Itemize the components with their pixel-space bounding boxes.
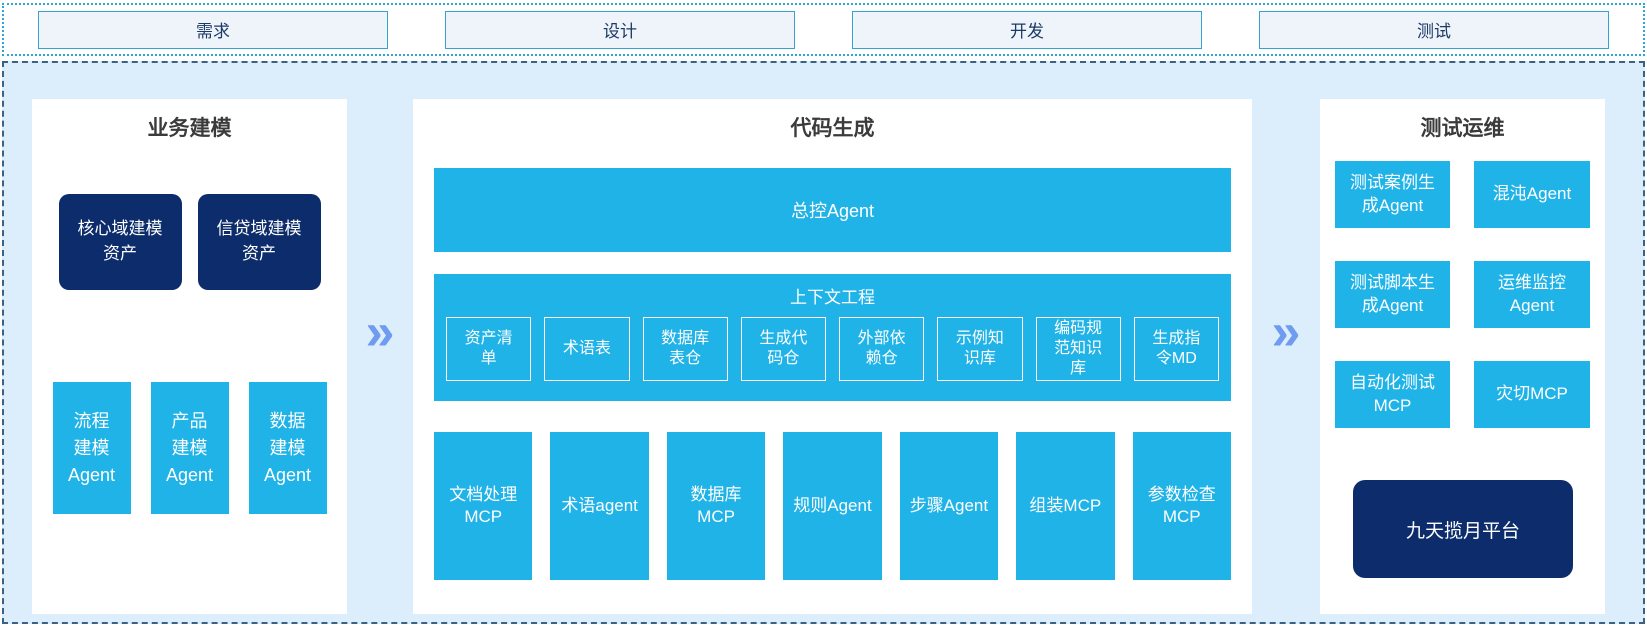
context-item-external-deps-repo: 外部依赖仓 bbox=[839, 317, 925, 381]
business-modeling-title: 业务建模 bbox=[147, 117, 232, 140]
asset-row: 核心域建模资产 信贷域建模资产 bbox=[32, 194, 347, 290]
assembly-mcp-box: 组装MCP bbox=[1016, 432, 1115, 580]
test-ops-grid: 测试案例生成Agent 混沌Agent 测试脚本生成Agent 运维监控Agen… bbox=[1335, 161, 1590, 428]
context-item-generated-code-repo: 生成代码仓 bbox=[740, 317, 826, 381]
automated-test-mcp-box: 自动化测试MCP bbox=[1335, 361, 1450, 428]
double-chevron-icon: » bbox=[365, 303, 395, 361]
process-modeling-agent-box: 流程建模Agent bbox=[52, 382, 131, 514]
context-item-asset-inventory: 资产清单 bbox=[446, 317, 532, 381]
context-item-generation-instruction-md: 生成指令MD bbox=[1133, 317, 1219, 381]
panel-code-generation: 代码生成 总控Agent 上下文工程 资产清单 术语表 数据库表仓 生成代码仓 … bbox=[413, 99, 1252, 614]
doc-processing-mcp-box: 文档处理MCP bbox=[434, 432, 533, 580]
phase-band: 需求 设计 开发 测试 bbox=[2, 3, 1645, 56]
credit-domain-asset-box: 信贷域建模资产 bbox=[197, 194, 321, 290]
jiutian-lanyue-platform-box: 九天揽月平台 bbox=[1353, 480, 1573, 578]
phase-box-requirements: 需求 bbox=[38, 10, 388, 49]
chaos-agent-box: 混沌Agent bbox=[1474, 161, 1590, 228]
context-engineering-title: 上下文工程 bbox=[790, 288, 875, 307]
modeling-agent-row: 流程建模Agent 产品建模Agent 数据建模Agent bbox=[32, 382, 347, 514]
step-agent-box: 步骤Agent bbox=[899, 432, 999, 580]
phase-box-development: 开发 bbox=[852, 10, 1202, 49]
param-check-mcp-box: 参数检查MCP bbox=[1132, 432, 1231, 580]
phase-box-testing: 测试 bbox=[1259, 10, 1609, 49]
ops-monitoring-agent-box: 运维监控Agent bbox=[1474, 261, 1590, 328]
main-band: 业务建模 核心域建模资产 信贷域建模资产 流程建模Agent 产品建模Agent… bbox=[2, 61, 1645, 624]
database-mcp-box: 数据库MCP bbox=[666, 432, 766, 580]
context-item-coding-standard-kb: 编码规范知识库 bbox=[1035, 317, 1121, 381]
core-domain-asset-box: 核心域建模资产 bbox=[58, 194, 182, 290]
panel-business-modeling: 业务建模 核心域建模资产 信贷域建模资产 流程建模Agent 产品建模Agent… bbox=[32, 99, 347, 614]
context-item-glossary: 术语表 bbox=[544, 317, 630, 381]
context-item-example-kb: 示例知识库 bbox=[937, 317, 1023, 381]
double-chevron-icon: » bbox=[1271, 303, 1301, 361]
codegen-tools-row: 文档处理MCP 术语agent 数据库MCP 规则Agent 步骤Agent 组… bbox=[434, 432, 1231, 580]
test-ops-title: 测试运维 bbox=[1420, 117, 1505, 140]
data-modeling-agent-box: 数据建模Agent bbox=[248, 382, 327, 514]
rule-agent-box: 规则Agent bbox=[783, 432, 882, 580]
test-script-gen-agent-box: 测试脚本生成Agent bbox=[1335, 261, 1450, 328]
panel-test-ops: 测试运维 测试案例生成Agent 混沌Agent 测试脚本生成Agent 运维监… bbox=[1320, 99, 1605, 614]
product-modeling-agent-box: 产品建模Agent bbox=[150, 382, 229, 514]
context-engineering-box: 上下文工程 资产清单 术语表 数据库表仓 生成代码仓 外部依赖仓 示例知识库 编… bbox=[434, 274, 1231, 401]
test-case-gen-agent-box: 测试案例生成Agent bbox=[1335, 161, 1450, 228]
context-item-db-table-repo: 数据库表仓 bbox=[642, 317, 728, 381]
context-items-row: 资产清单 术语表 数据库表仓 生成代码仓 外部依赖仓 示例知识库 编码规范知识库… bbox=[446, 317, 1219, 381]
code-generation-title: 代码生成 bbox=[790, 117, 875, 140]
disaster-switch-mcp-box: 灾切MCP bbox=[1474, 361, 1590, 428]
phase-box-design: 设计 bbox=[445, 10, 795, 49]
master-agent-bar: 总控Agent bbox=[434, 168, 1231, 252]
terminology-agent-box: 术语agent bbox=[550, 432, 649, 580]
